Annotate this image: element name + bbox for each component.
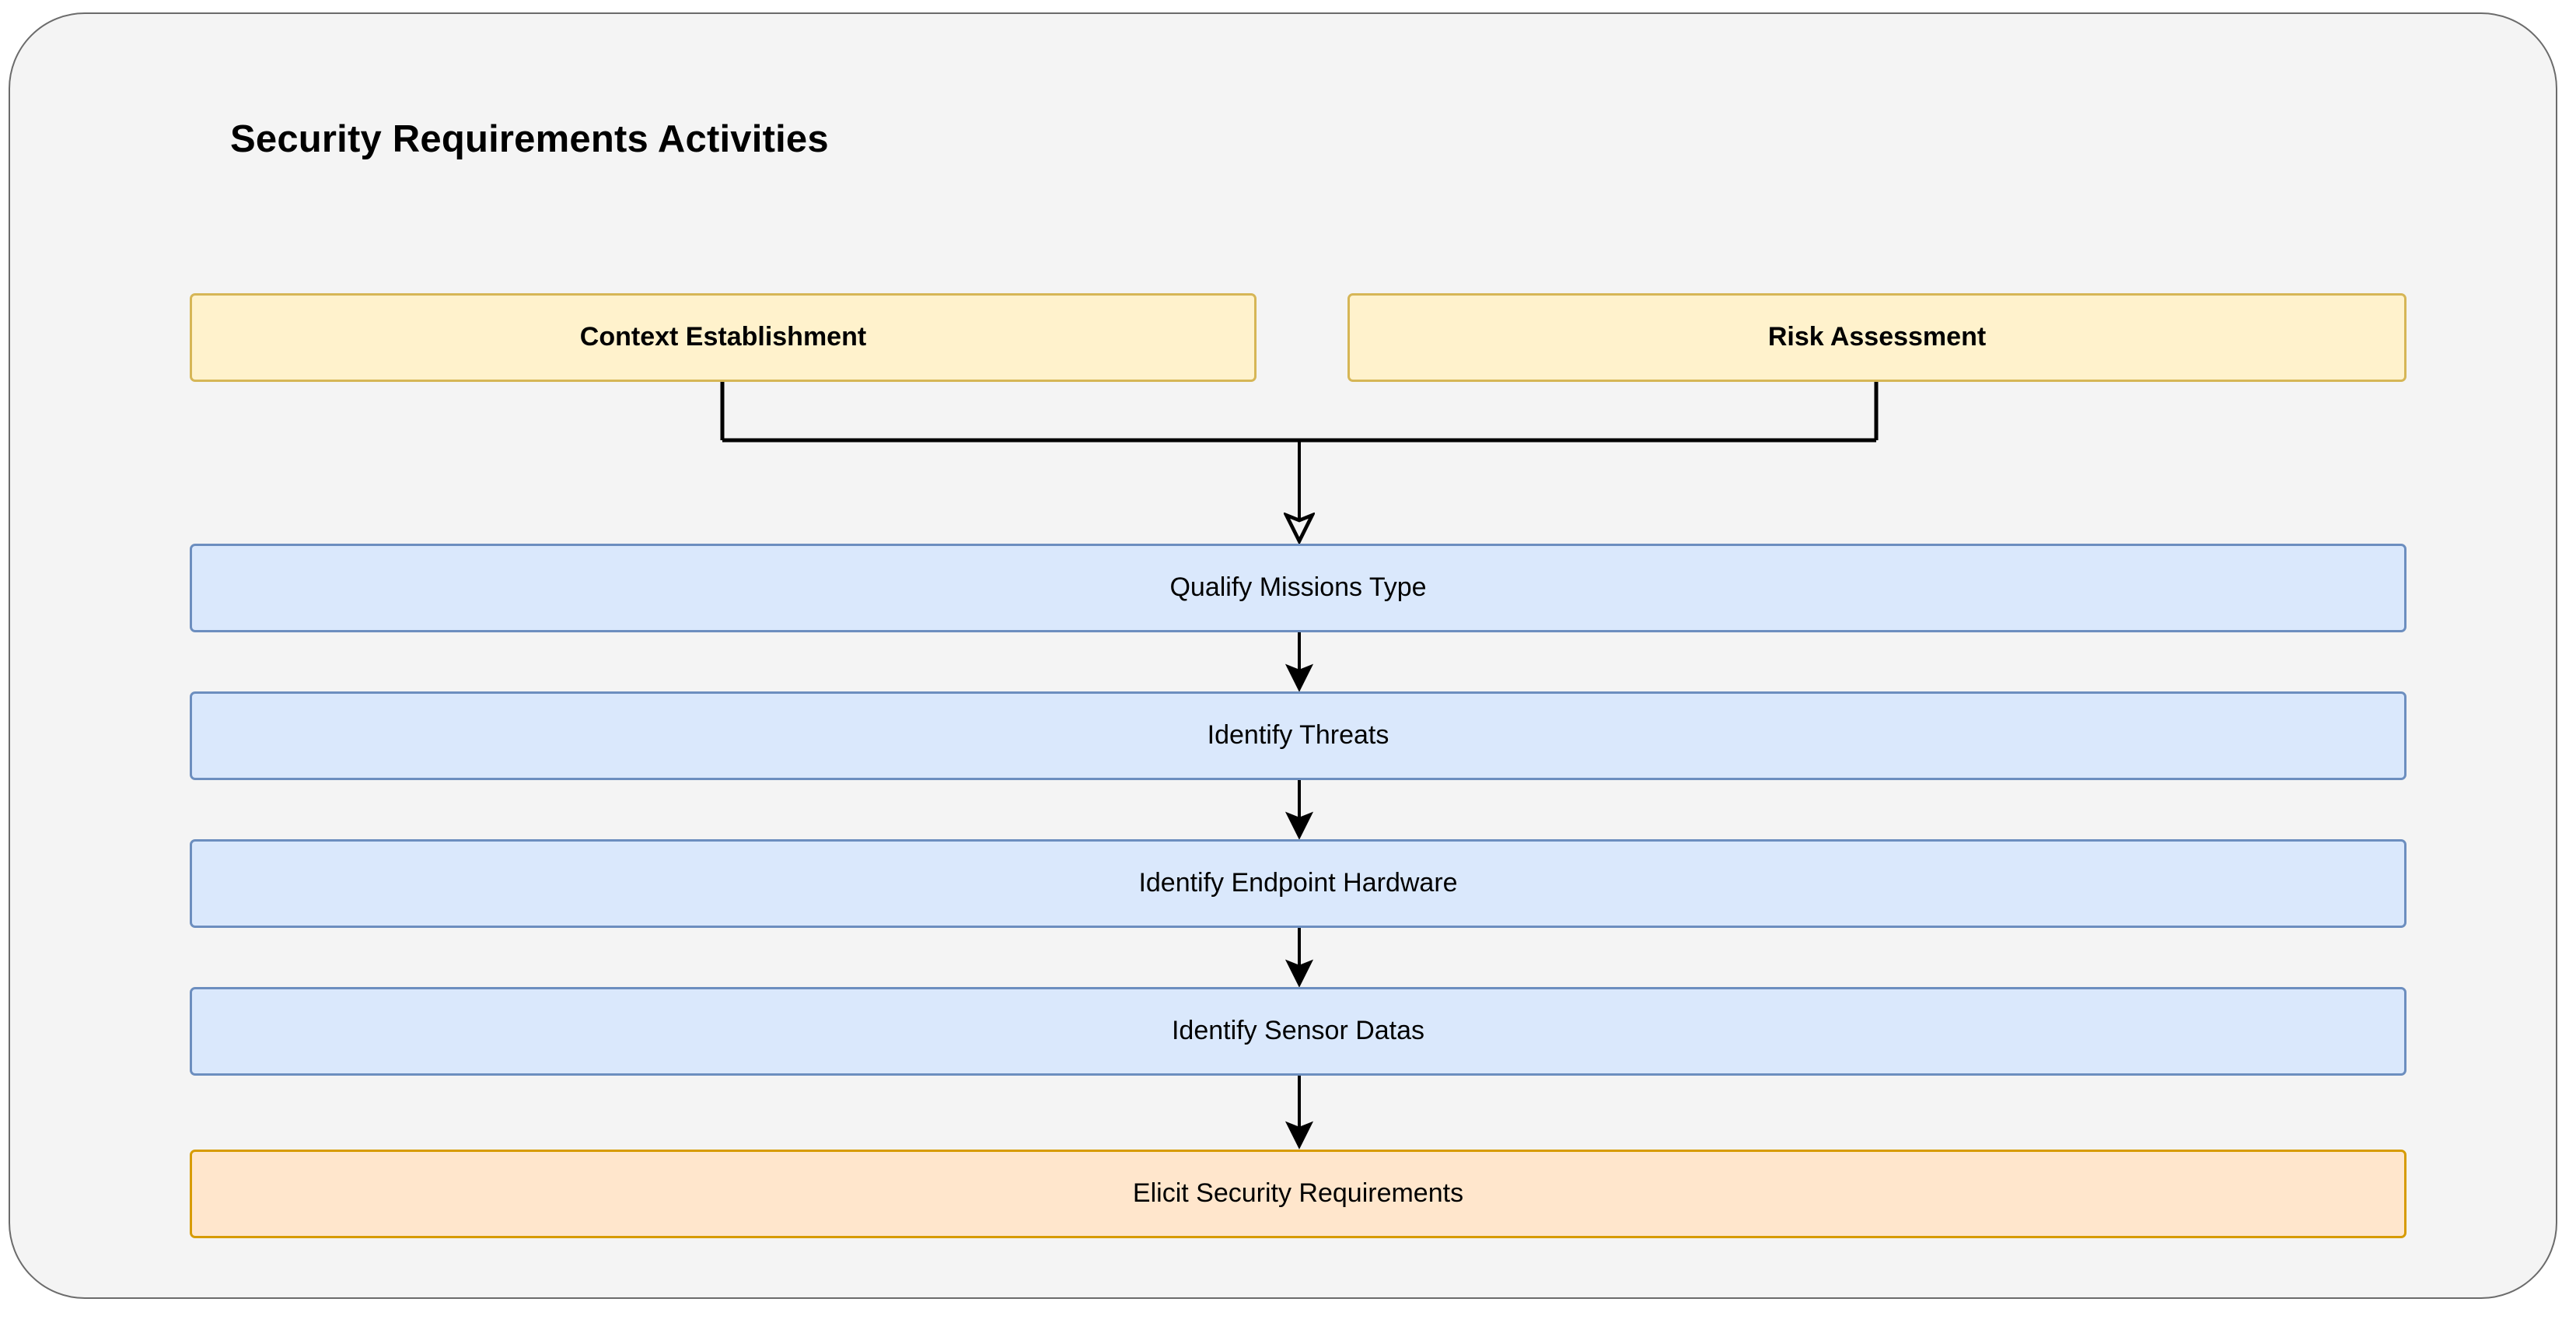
node-identify-sensor-datas[interactable]: Identify Sensor Datas (190, 987, 2406, 1076)
node-risk-assessment[interactable]: Risk Assessment (1347, 293, 2406, 382)
node-label-context-establishment: Context Establishment (579, 322, 867, 352)
node-label-elicit-security-requirements: Elicit Security Requirements (1132, 1178, 1464, 1209)
node-identify-threats[interactable]: Identify Threats (190, 691, 2406, 780)
node-label-identify-endpoint-hardware: Identify Endpoint Hardware (1138, 868, 1458, 898)
node-label-qualify-missions-type: Qualify Missions Type (1169, 572, 1427, 603)
node-context-establishment[interactable]: Context Establishment (190, 293, 1257, 382)
node-label-identify-sensor-datas: Identify Sensor Datas (1171, 1016, 1425, 1046)
page-title: Security Requirements Activities (230, 118, 829, 160)
node-identify-endpoint-hardware[interactable]: Identify Endpoint Hardware (190, 839, 2406, 928)
node-label-risk-assessment: Risk Assessment (1767, 322, 1987, 352)
node-elicit-security-requirements[interactable]: Elicit Security Requirements (190, 1150, 2406, 1238)
diagram-container (9, 12, 2557, 1299)
node-qualify-missions-type[interactable]: Qualify Missions Type (190, 544, 2406, 632)
node-label-identify-threats: Identify Threats (1207, 720, 1389, 751)
